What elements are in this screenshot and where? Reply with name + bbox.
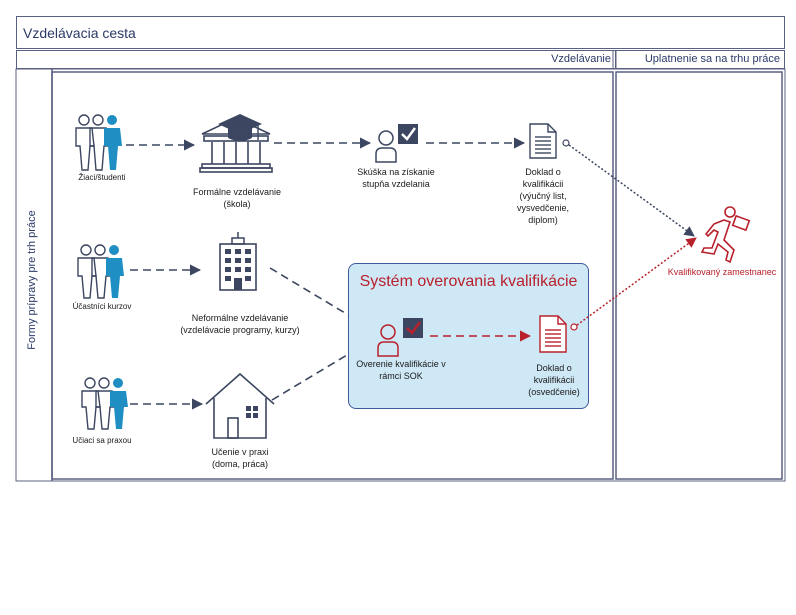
checkbox-check-icon xyxy=(398,124,418,144)
worker-label: Kvalifikovaný zamestnanec xyxy=(667,267,777,277)
column-header-education: Vzdelávanie xyxy=(551,53,611,65)
graduation-cap-icon xyxy=(218,114,262,141)
house-icon xyxy=(205,372,275,439)
certificate-document-icon xyxy=(539,315,567,353)
nonformal-education-label: Neformálne vzdelávanie(vzdelávacie progr… xyxy=(180,313,300,335)
office-building-icon xyxy=(219,232,257,291)
side-lane-label: Formy prípravy pre trh práce xyxy=(22,200,42,360)
formal-education-label: Formálne vzdelávanie(škola) xyxy=(192,187,282,209)
diagram-title: Vzdelávacia cesta xyxy=(23,25,136,41)
diagram-title-bar: Vzdelávacia cesta xyxy=(16,16,785,49)
education-lane xyxy=(51,71,614,480)
learners-label-practice: Učiaci sa praxou xyxy=(72,436,132,445)
learners-label-students: Žiaci/študenti xyxy=(78,173,126,182)
body-frame xyxy=(15,68,786,482)
learners-group-icon xyxy=(75,114,122,171)
running-worker-icon xyxy=(700,206,751,264)
learners-group-icon xyxy=(81,377,128,430)
practice-learning-label: Učenie v praxi(doma, práca) xyxy=(211,447,269,469)
document-icon xyxy=(529,123,557,159)
exam-person-icon xyxy=(375,130,397,163)
verify-person-icon xyxy=(377,324,399,357)
side-lane-text: Formy prípravy pre trh práce xyxy=(26,210,38,350)
learners-label-course: Účastníci kurzov xyxy=(72,302,132,311)
learners-group-icon xyxy=(77,244,124,299)
verify-check-icon xyxy=(403,318,423,338)
sok-title: Systém overovania kvalifikácie xyxy=(359,273,578,290)
market-lane xyxy=(615,71,783,480)
